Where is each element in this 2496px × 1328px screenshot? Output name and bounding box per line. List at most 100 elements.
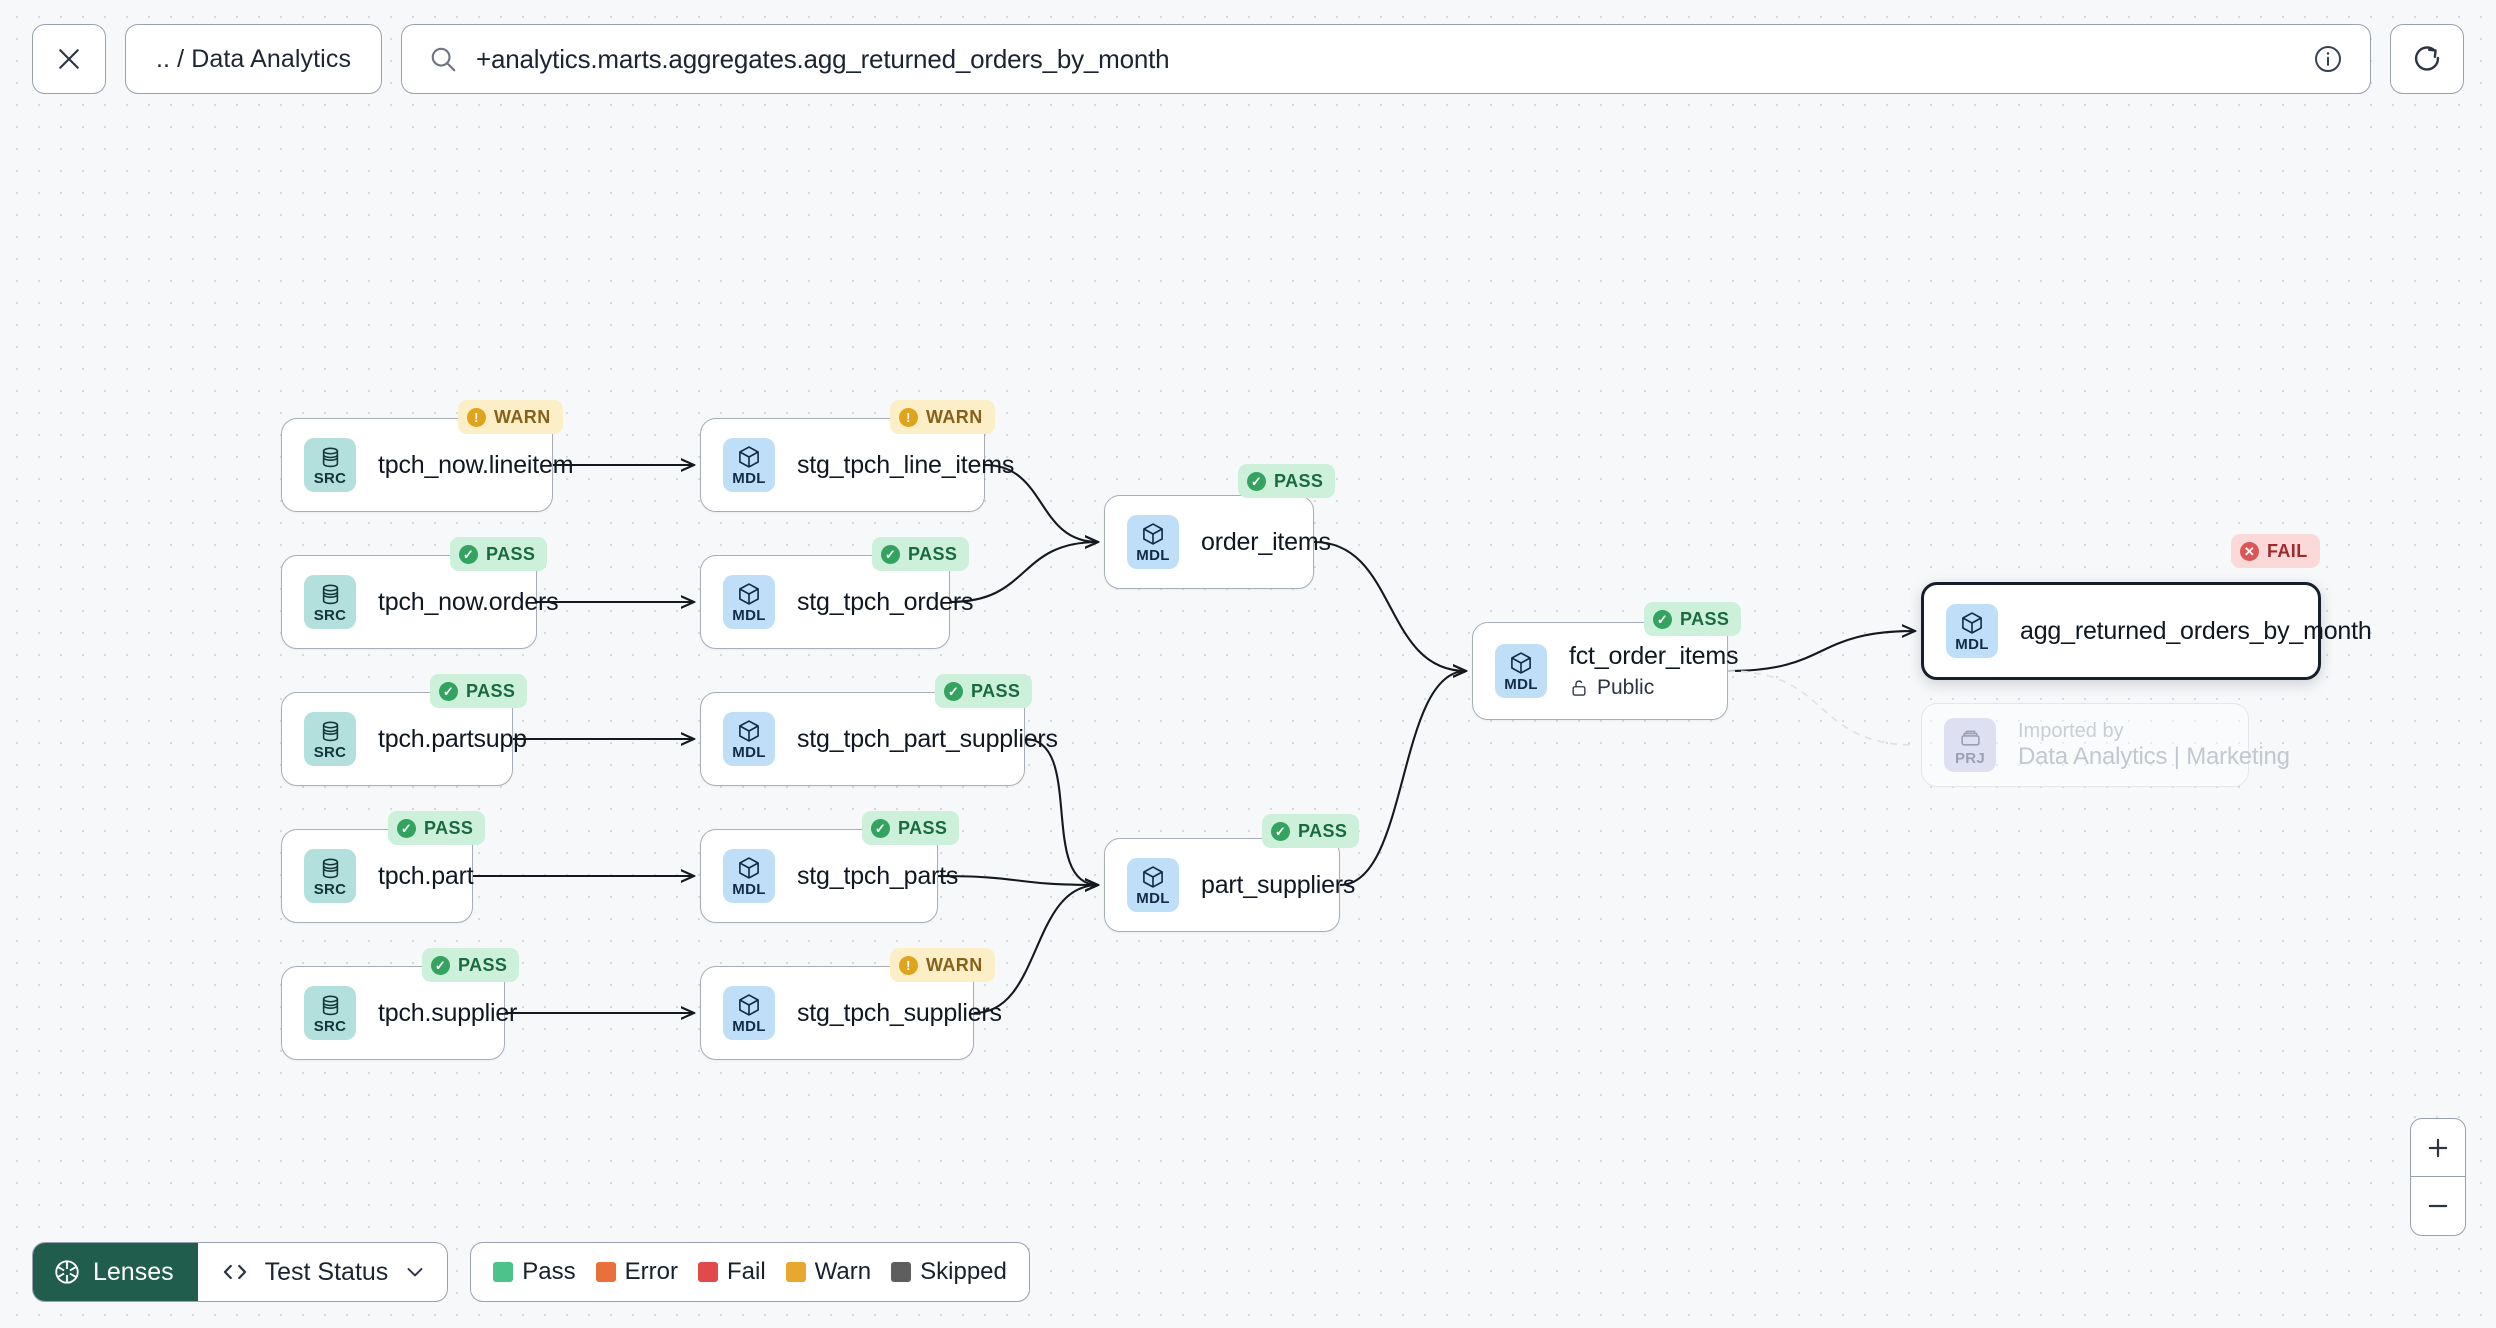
- node-text: stg_tpch_line_items: [797, 451, 1014, 480]
- node-title: stg_tpch_part_suppliers: [797, 724, 1058, 753]
- status-dot-icon: !: [899, 955, 918, 975]
- legend-label: Pass: [522, 1258, 576, 1285]
- node-title: agg_returned_orders_by_month: [2020, 616, 2372, 645]
- status-badge[interactable]: !WARN: [890, 400, 995, 434]
- breadcrumb[interactable]: .. / Data Analytics: [125, 24, 383, 94]
- status-badge[interactable]: ✓ PASS: [430, 674, 528, 708]
- node-title: order_items: [1201, 527, 1331, 556]
- status-badge-label: PASS: [466, 680, 516, 701]
- node-title: tpch.part: [378, 861, 474, 890]
- legend-item[interactable]: Skipped: [891, 1258, 1007, 1286]
- node-type-label: SRC: [313, 469, 347, 487]
- status-dot-icon: !: [467, 407, 486, 427]
- lineage-node[interactable]: MDL stg_tpch_orders: [700, 555, 974, 649]
- test-status-label: Test Status: [264, 1257, 389, 1286]
- status-badge[interactable]: ✓ PASS: [422, 948, 520, 982]
- lenses-button[interactable]: Lenses: [33, 1243, 198, 1301]
- node-type-badge-mdl: MDL: [1127, 858, 1179, 912]
- status-badge-label: PASS: [1298, 820, 1348, 841]
- lineage-node[interactable]: SRC tpch.part: [281, 829, 474, 923]
- lenses-label: Lenses: [93, 1257, 174, 1286]
- unlock-icon: [1572, 680, 1586, 696]
- status-badge[interactable]: ! WARN: [458, 400, 563, 434]
- status-legend: Pass Error Fail Warn Skipped: [470, 1242, 1030, 1302]
- status-badge-label: PASS: [1274, 470, 1324, 491]
- status-badge[interactable]: ! WARN: [890, 948, 995, 982]
- status-badge-label: PASS: [971, 680, 1021, 701]
- zoom-in-button[interactable]: [2411, 1119, 2465, 1177]
- status-badge[interactable]: ✓ PASS: [935, 674, 1033, 708]
- search-input[interactable]: +analytics.marts.aggregates.agg_returned…: [476, 43, 1170, 74]
- status-dot-icon: ✓: [439, 681, 458, 701]
- status-badge-label: PASS: [486, 543, 536, 564]
- cube-icon: [1143, 523, 1163, 545]
- top-toolbar: .. / Data Analytics +analytics.marts.agg…: [0, 0, 2496, 118]
- status-badge-label: PASS: [908, 543, 958, 564]
- node-type-badge-src: SRC: [304, 712, 356, 766]
- node-title: tpch_now.lineitem: [378, 450, 574, 479]
- chevron-down-icon: [407, 1268, 423, 1277]
- info-circle-icon[interactable]: [2312, 43, 2344, 75]
- zoom-controls: [2410, 1118, 2466, 1236]
- node-type-badge-src: SRC: [304, 986, 356, 1040]
- node-text: order_items: [1201, 527, 1331, 557]
- node-type-badge-src: SRC: [304, 849, 356, 903]
- status-dot-icon: ✓: [431, 955, 450, 975]
- status-badge[interactable]: ✓PASS: [450, 537, 548, 571]
- lineage-node[interactable]: MDL part_suppliers: [1104, 838, 1356, 932]
- status-badge[interactable]: ✓PASS: [1262, 814, 1360, 848]
- node-type-label: MDL: [732, 744, 766, 761]
- node-title: part_suppliers: [1201, 870, 1356, 899]
- node-title: Data Analytics | Marketing: [2018, 742, 2290, 770]
- node-type-label: PRJ: [1954, 749, 1986, 767]
- code-icon: [223, 1264, 246, 1280]
- database-icon: [322, 721, 338, 741]
- node-type-badge-prj: PRJ: [1944, 718, 1996, 772]
- status-badge[interactable]: ✓PASS: [872, 537, 970, 571]
- refresh-button[interactable]: [2390, 24, 2464, 94]
- close-icon: [59, 49, 79, 69]
- status-badge-label: PASS: [1680, 608, 1730, 629]
- node-type-badge-mdl: MDL: [1946, 604, 1998, 658]
- status-badge[interactable]: ✓PASS: [388, 811, 486, 845]
- node-type-badge-mdl: MDL: [723, 438, 775, 492]
- status-badge-label: WARN: [494, 406, 551, 427]
- test-status-dropdown[interactable]: Test Status: [198, 1243, 448, 1301]
- zoom-out-button[interactable]: [2411, 1177, 2465, 1235]
- project-icon: [1960, 730, 1980, 746]
- legend-item[interactable]: Error: [595, 1258, 678, 1286]
- node-type-badge-mdl: MDL: [723, 712, 775, 766]
- legend-item[interactable]: Fail: [698, 1258, 766, 1286]
- legend-item[interactable]: Warn: [785, 1258, 871, 1286]
- search-bar[interactable]: +analytics.marts.aggregates.agg_returned…: [401, 24, 2371, 94]
- node-text: tpch_now.orders: [378, 588, 559, 617]
- status-badge-label: WARN: [926, 954, 983, 975]
- breadcrumb-label: .. / Data Analytics: [156, 44, 352, 73]
- status-badge[interactable]: ✓PASS: [862, 811, 960, 845]
- legend-label: Fail: [727, 1258, 766, 1285]
- node-title: tpch.supplier: [378, 998, 518, 1027]
- database-icon: [322, 995, 338, 1015]
- close-button[interactable]: [32, 24, 106, 94]
- node-title: stg_tpch_orders: [797, 587, 974, 616]
- node-type-label: SRC: [313, 606, 347, 624]
- status-dot-icon: ✓: [944, 681, 963, 701]
- legend-item[interactable]: Pass: [493, 1258, 576, 1286]
- node-text: stg_tpch_orders: [797, 587, 974, 617]
- legend-label: Error: [624, 1258, 678, 1285]
- status-badge[interactable]: ✕FAIL: [2231, 534, 2320, 568]
- node-type-badge-src: SRC: [304, 575, 356, 629]
- node-text: tpch.supplier: [378, 998, 518, 1028]
- status-badge[interactable]: ✓PASS: [1644, 602, 1742, 636]
- aperture-icon: [55, 1260, 79, 1284]
- node-type-label: MDL: [732, 607, 766, 624]
- status-badge-label: PASS: [458, 954, 508, 975]
- node-text: part_suppliers: [1201, 870, 1356, 900]
- status-badge[interactable]: ✓PASS: [1238, 464, 1336, 498]
- lineage-node[interactable]: MDL agg_returned_orders_by_month: [1921, 582, 2372, 680]
